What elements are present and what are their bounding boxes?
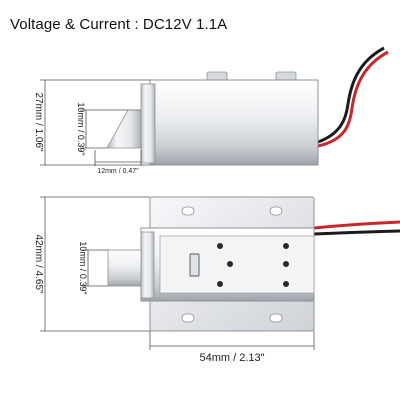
top-plunger-height-label: 10mm / 0.39" <box>76 102 86 155</box>
bottom-height-label: 42mm / 4.65" <box>33 234 44 294</box>
front-plate-top <box>140 83 156 164</box>
rivet-hole <box>227 261 233 267</box>
top-dimensions <box>40 79 150 166</box>
bottom-view <box>107 196 400 332</box>
top-view <box>106 46 389 166</box>
spec-title: Voltage & Current : DC12V 1.1A <box>10 16 228 33</box>
status-window <box>189 253 200 277</box>
black-wire-top <box>317 46 385 144</box>
rivet-hole <box>283 243 289 249</box>
housing-inner-plate <box>159 235 315 294</box>
mount-slot-bl <box>181 313 195 323</box>
rivet-hole <box>283 281 289 287</box>
red-wire-top <box>317 50 389 148</box>
latch-plunger-bottom <box>107 249 142 287</box>
latch-plunger-top <box>106 109 142 149</box>
mount-slot-tl <box>181 206 195 216</box>
bottom-dimensions <box>40 196 315 350</box>
bottom-plunger-height-label: 10mm / 0.39" <box>78 241 88 294</box>
black-wire-bottom <box>313 229 400 236</box>
top-height-label: 27mm / 1.06" <box>33 92 44 152</box>
rivet-hole <box>217 281 223 287</box>
red-wire-bottom <box>313 220 400 230</box>
rivet-hole <box>283 261 289 267</box>
top-plunger-length-label: 12mm / 0.47" <box>97 168 139 175</box>
housing-lip <box>140 231 155 299</box>
bottom-width-label: 54mm / 2.13" <box>199 352 264 364</box>
lock-body-top <box>149 79 319 166</box>
rivet-hole <box>217 243 223 249</box>
mount-slot-tr <box>269 206 283 216</box>
mount-slot-br <box>269 313 283 323</box>
